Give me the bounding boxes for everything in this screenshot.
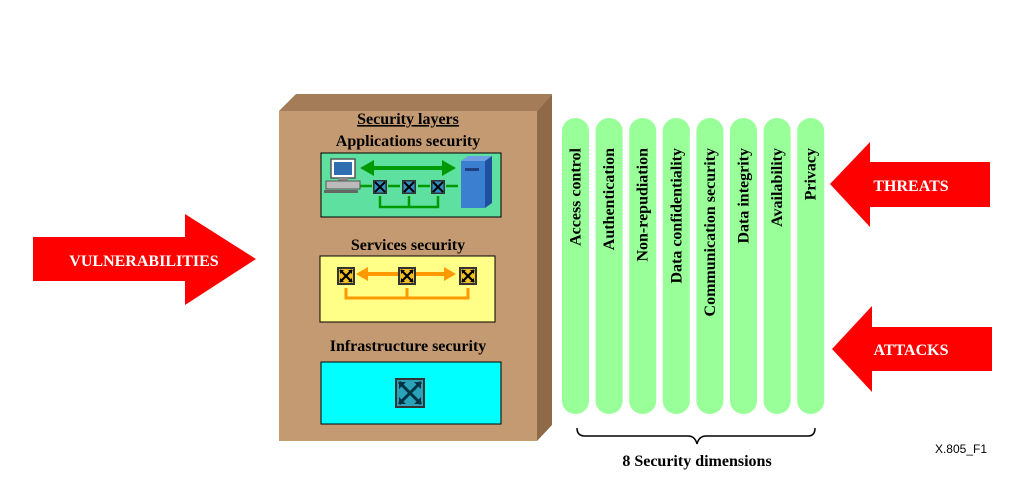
dimension-label: Data integrity [736, 148, 753, 244]
layer-panel-infrastructure [320, 361, 502, 425]
dimension-pillar [595, 118, 623, 414]
box-top [279, 94, 552, 111]
router-icon [430, 179, 446, 195]
dimension-label: Communication security [702, 148, 719, 316]
dimension-pillar [797, 118, 825, 414]
box-side [537, 94, 552, 441]
dimensions-caption: 8 Security dimensions [622, 453, 771, 470]
layer-label-applications: Applications security [336, 133, 480, 150]
dimension-pillar [562, 118, 589, 414]
dimension-label: Data confidentiality [668, 148, 685, 284]
router-icon [457, 265, 479, 287]
vulnerabilities-label: VULNERABILITIES [69, 253, 218, 270]
figure-id: X.805_F1 [935, 442, 987, 456]
threats-arrow: THREATS [830, 142, 990, 227]
dimension-pillar [629, 118, 657, 414]
layer-panel-services [319, 255, 496, 323]
security-layers-box: Security layers Applications security [279, 94, 552, 441]
layer-panel-applications [320, 152, 502, 218]
security-layers-heading: Security layers [357, 111, 459, 128]
dimension-label: Privacy [803, 148, 820, 200]
dimension-label: Authentication [601, 148, 618, 250]
dimension-pillar [763, 118, 791, 414]
security-dimensions: Access control Authentication Non-repudiat… [562, 118, 825, 414]
router-icon [335, 265, 357, 287]
dimensions-brace [576, 427, 816, 445]
pc-icon [324, 158, 361, 193]
vulnerabilities-arrow: VULNERABILITIES [33, 214, 256, 305]
threats-label: THREATS [873, 178, 948, 195]
services-links [344, 288, 470, 300]
router-icon [401, 179, 417, 195]
dimension-label: Non-repudiation [635, 148, 652, 262]
dimension-pillar [696, 118, 724, 414]
dimension-label: Access control [568, 147, 585, 245]
server-icon [461, 156, 492, 208]
router-icon [396, 265, 418, 287]
dimension-pillar [662, 118, 690, 414]
dimension-pillar [730, 118, 757, 414]
app-links [360, 184, 458, 209]
dimension-label: Availability [769, 148, 786, 227]
app-link-arrow [360, 160, 456, 176]
attacks-arrow: ATTACKS [832, 306, 992, 392]
router-icon [372, 179, 388, 195]
layer-label-services: Services security [351, 237, 465, 254]
router-icon [395, 378, 425, 408]
attacks-label: ATTACKS [874, 342, 949, 359]
layer-label-infrastructure: Infrastructure security [330, 338, 487, 355]
